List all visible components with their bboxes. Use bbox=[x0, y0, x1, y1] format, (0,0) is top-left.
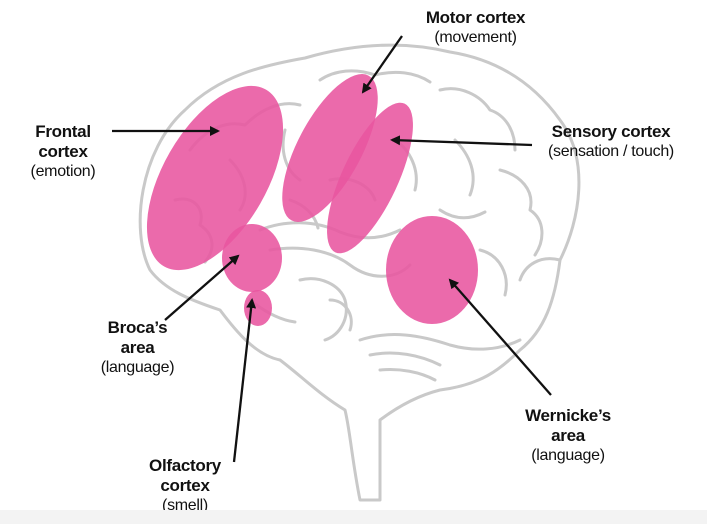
frontal-cortex-label: Frontal cortex (emotion) bbox=[18, 122, 108, 182]
broca-area-title-line1: Broca’s bbox=[85, 318, 190, 338]
broca-region bbox=[222, 224, 282, 292]
olfactory-arrow bbox=[234, 300, 252, 462]
motor-cortex-label: Motor cortex (movement) bbox=[403, 8, 548, 48]
broca-area-title-line2: area bbox=[85, 338, 190, 358]
wernicke-area-title-line1: Wernicke’s bbox=[508, 406, 628, 426]
motor-cortex-title: Motor cortex bbox=[403, 8, 548, 28]
frontal-region bbox=[119, 64, 311, 293]
bottom-strip bbox=[0, 510, 707, 524]
wernicke-region bbox=[386, 216, 478, 324]
sensory-arrow bbox=[392, 140, 532, 145]
frontal-cortex-title-line2: cortex bbox=[18, 142, 108, 162]
olfactory-cortex-title-line2: cortex bbox=[130, 476, 240, 496]
olfactory-region bbox=[244, 290, 272, 326]
wernicke-arrow bbox=[450, 280, 551, 395]
highlight-regions bbox=[119, 61, 478, 326]
wernicke-area-title-line2: area bbox=[508, 426, 628, 446]
motor-cortex-subtitle: (movement) bbox=[403, 28, 548, 48]
sensory-cortex-label: Sensory cortex (sensation / touch) bbox=[526, 122, 696, 162]
broca-area-subtitle: (language) bbox=[85, 358, 190, 378]
frontal-cortex-subtitle: (emotion) bbox=[18, 162, 108, 182]
frontal-cortex-title-line1: Frontal bbox=[18, 122, 108, 142]
wernicke-area-label: Wernicke’s area (language) bbox=[508, 406, 628, 466]
olfactory-cortex-title-line1: Olfactory bbox=[130, 456, 240, 476]
olfactory-cortex-label: Olfactory cortex (smell) bbox=[130, 456, 240, 516]
broca-area-label: Broca’s area (language) bbox=[85, 318, 190, 378]
sensory-cortex-subtitle: (sensation / touch) bbox=[526, 142, 696, 162]
sensory-cortex-title: Sensory cortex bbox=[526, 122, 696, 142]
wernicke-area-subtitle: (language) bbox=[508, 446, 628, 466]
